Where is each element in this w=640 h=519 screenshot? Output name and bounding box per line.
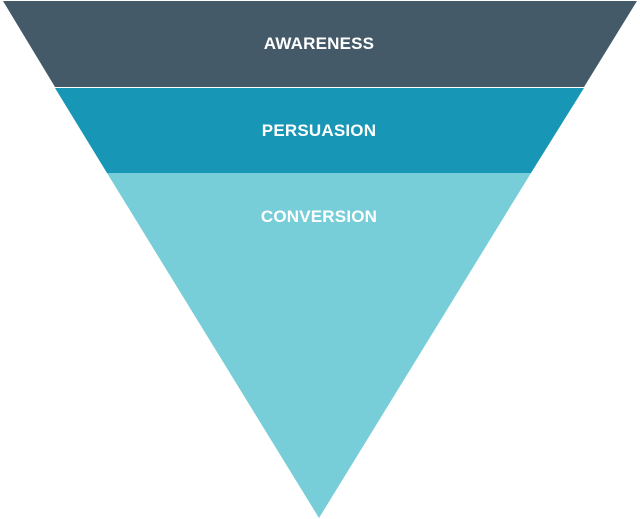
conversion-triangle bbox=[107, 173, 531, 518]
awareness-label: AWARENESS bbox=[264, 34, 374, 53]
awareness-band bbox=[3, 1, 637, 87]
funnel-stage-persuasion: PERSUASION bbox=[55, 88, 584, 173]
persuasion-band bbox=[55, 88, 584, 173]
funnel-stage-awareness: AWARENESS bbox=[3, 1, 637, 87]
conversion-label: CONVERSION bbox=[261, 207, 377, 226]
funnel-stage-conversion: CONVERSION bbox=[107, 173, 531, 518]
persuasion-label: PERSUASION bbox=[262, 121, 376, 140]
